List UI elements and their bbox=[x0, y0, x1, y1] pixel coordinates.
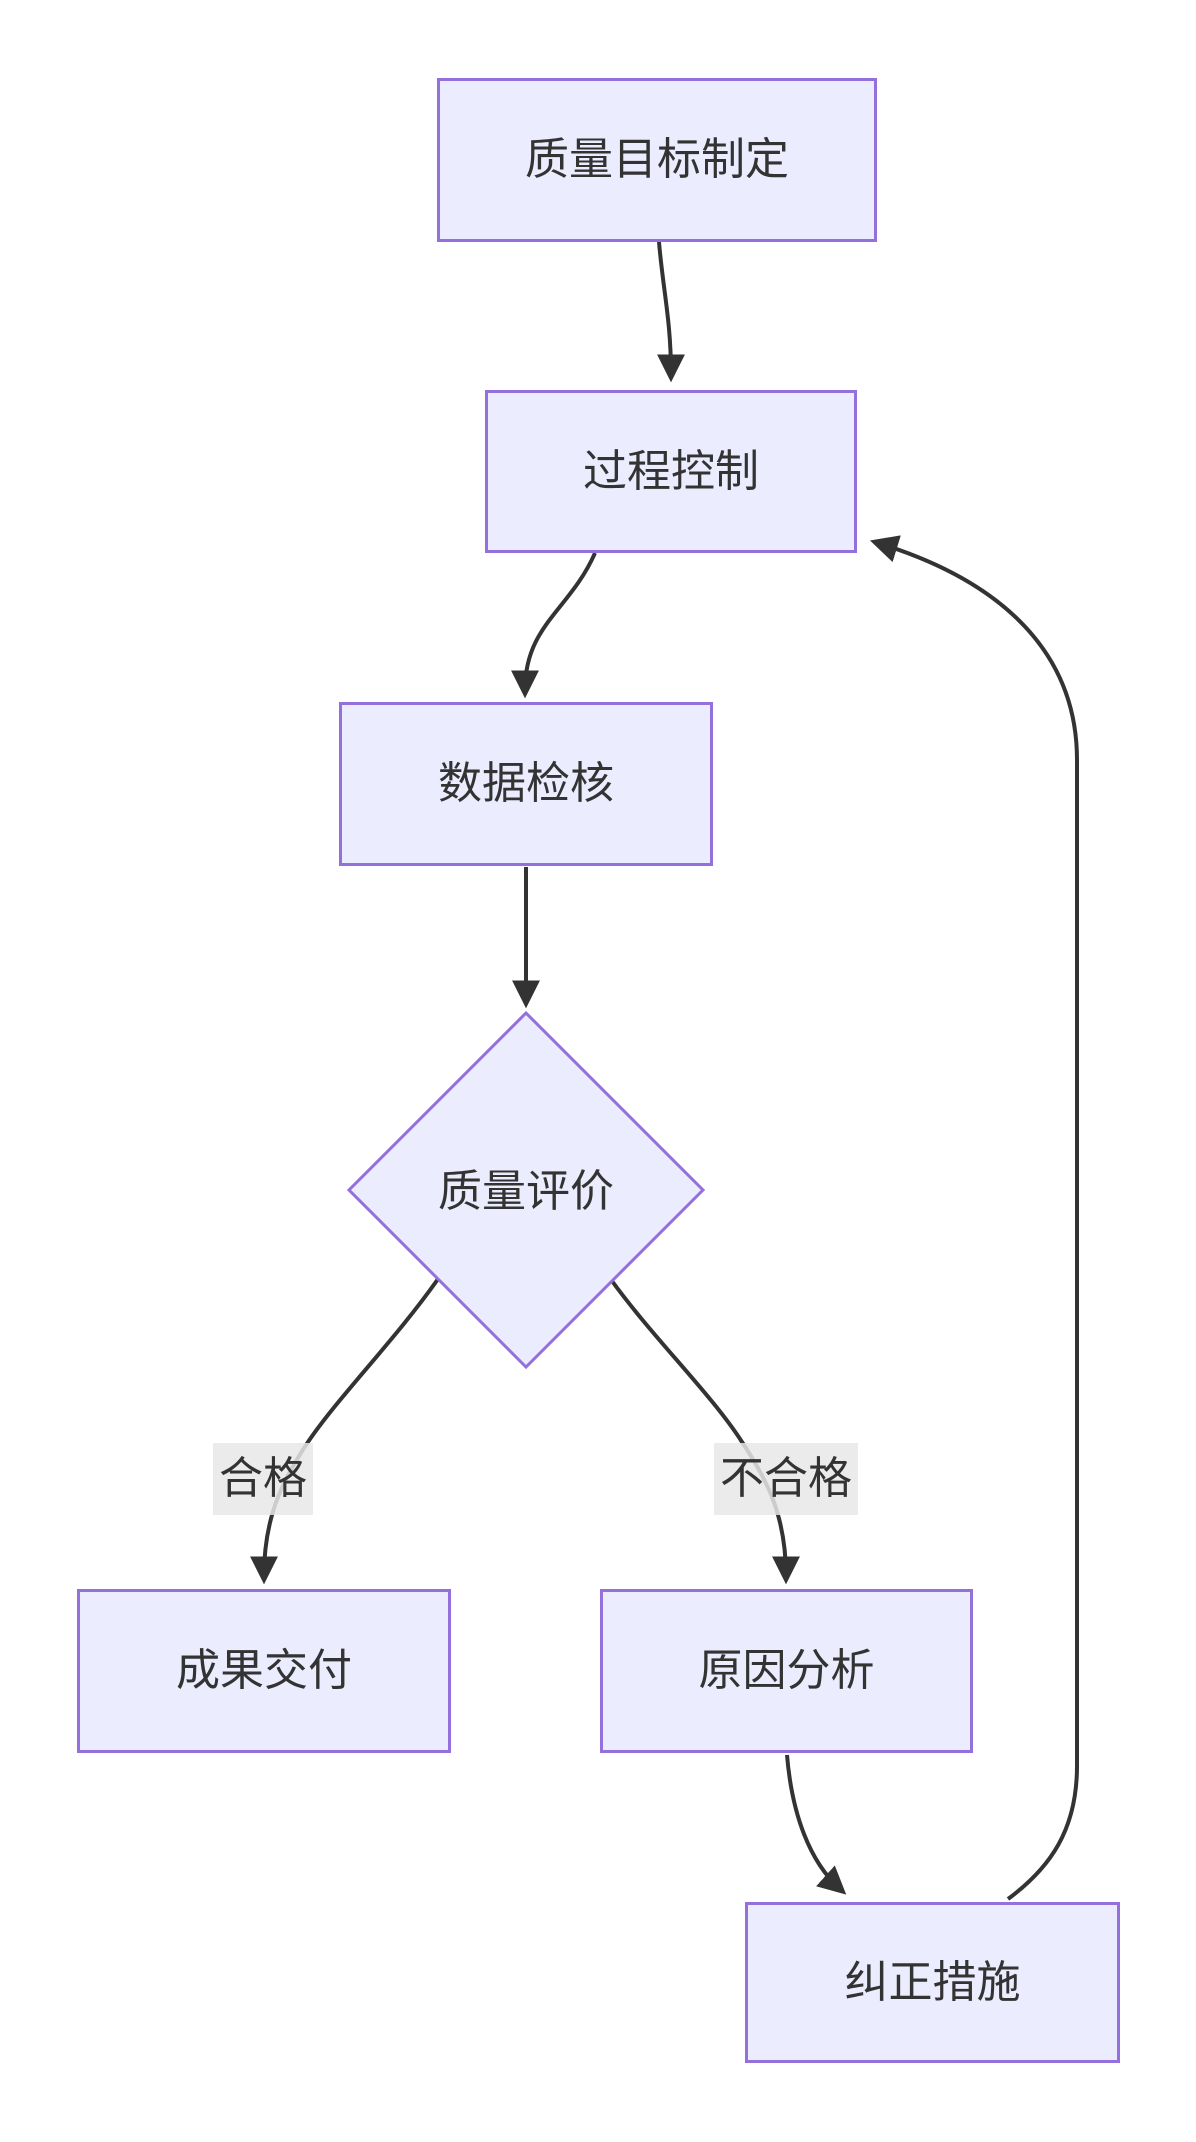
node-cause-analysis-label: 原因分析 bbox=[698, 1646, 875, 1695]
decision-diamond-shape bbox=[346, 1010, 706, 1370]
edge-process-to-datacheck bbox=[511, 552, 597, 699]
node-result-delivery: 成果交付 bbox=[77, 1589, 451, 1753]
node-corrective-action: 纠正措施 bbox=[745, 1902, 1120, 2063]
node-data-check-label: 数据检核 bbox=[438, 759, 614, 808]
edge-evaluation-to-delivery bbox=[250, 1277, 440, 1585]
edge-goal-to-process bbox=[656, 241, 685, 383]
edge-corrective-to-process bbox=[869, 535, 1079, 1901]
edge-evaluation-to-cause bbox=[610, 1279, 800, 1585]
decision-quality-evaluation-label: 质量评价 bbox=[438, 1167, 614, 1216]
node-data-check: 数据检核 bbox=[339, 702, 713, 866]
edge-cause-to-corrective bbox=[785, 1754, 847, 1895]
node-process-control: 过程控制 bbox=[485, 390, 857, 553]
edge-label-pass: 合格 bbox=[213, 1443, 313, 1515]
edge-label-fail: 不合格 bbox=[714, 1443, 858, 1515]
node-quality-goal: 质量目标制定 bbox=[437, 78, 877, 242]
node-quality-goal-label: 质量目标制定 bbox=[525, 135, 789, 184]
node-process-control-label: 过程控制 bbox=[583, 446, 759, 496]
node-corrective-action-label: 纠正措施 bbox=[844, 1957, 1021, 2007]
node-result-delivery-label: 成果交付 bbox=[176, 1646, 352, 1695]
node-cause-analysis: 原因分析 bbox=[600, 1589, 973, 1753]
